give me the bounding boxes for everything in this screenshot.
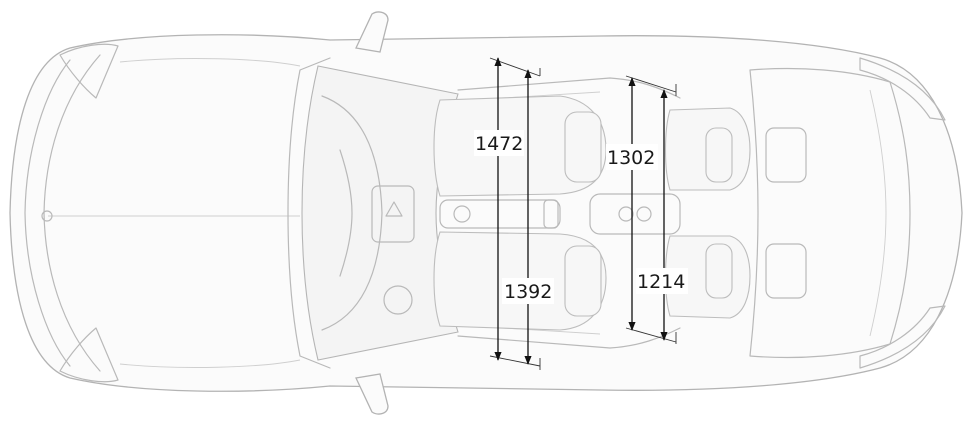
side-mirrors — [355, 11, 389, 415]
windscreen — [301, 65, 459, 361]
rear-hip-width-label: 1214 — [637, 271, 685, 293]
rear-seats — [664, 107, 751, 319]
dashboard — [321, 95, 415, 331]
rear-shoulder-width-label: 1302 — [607, 147, 655, 169]
rear-deck — [765, 127, 807, 299]
front-hip-width-label: 1392 — [504, 281, 552, 303]
front-shoulder-width-label: 1472 — [475, 133, 523, 155]
